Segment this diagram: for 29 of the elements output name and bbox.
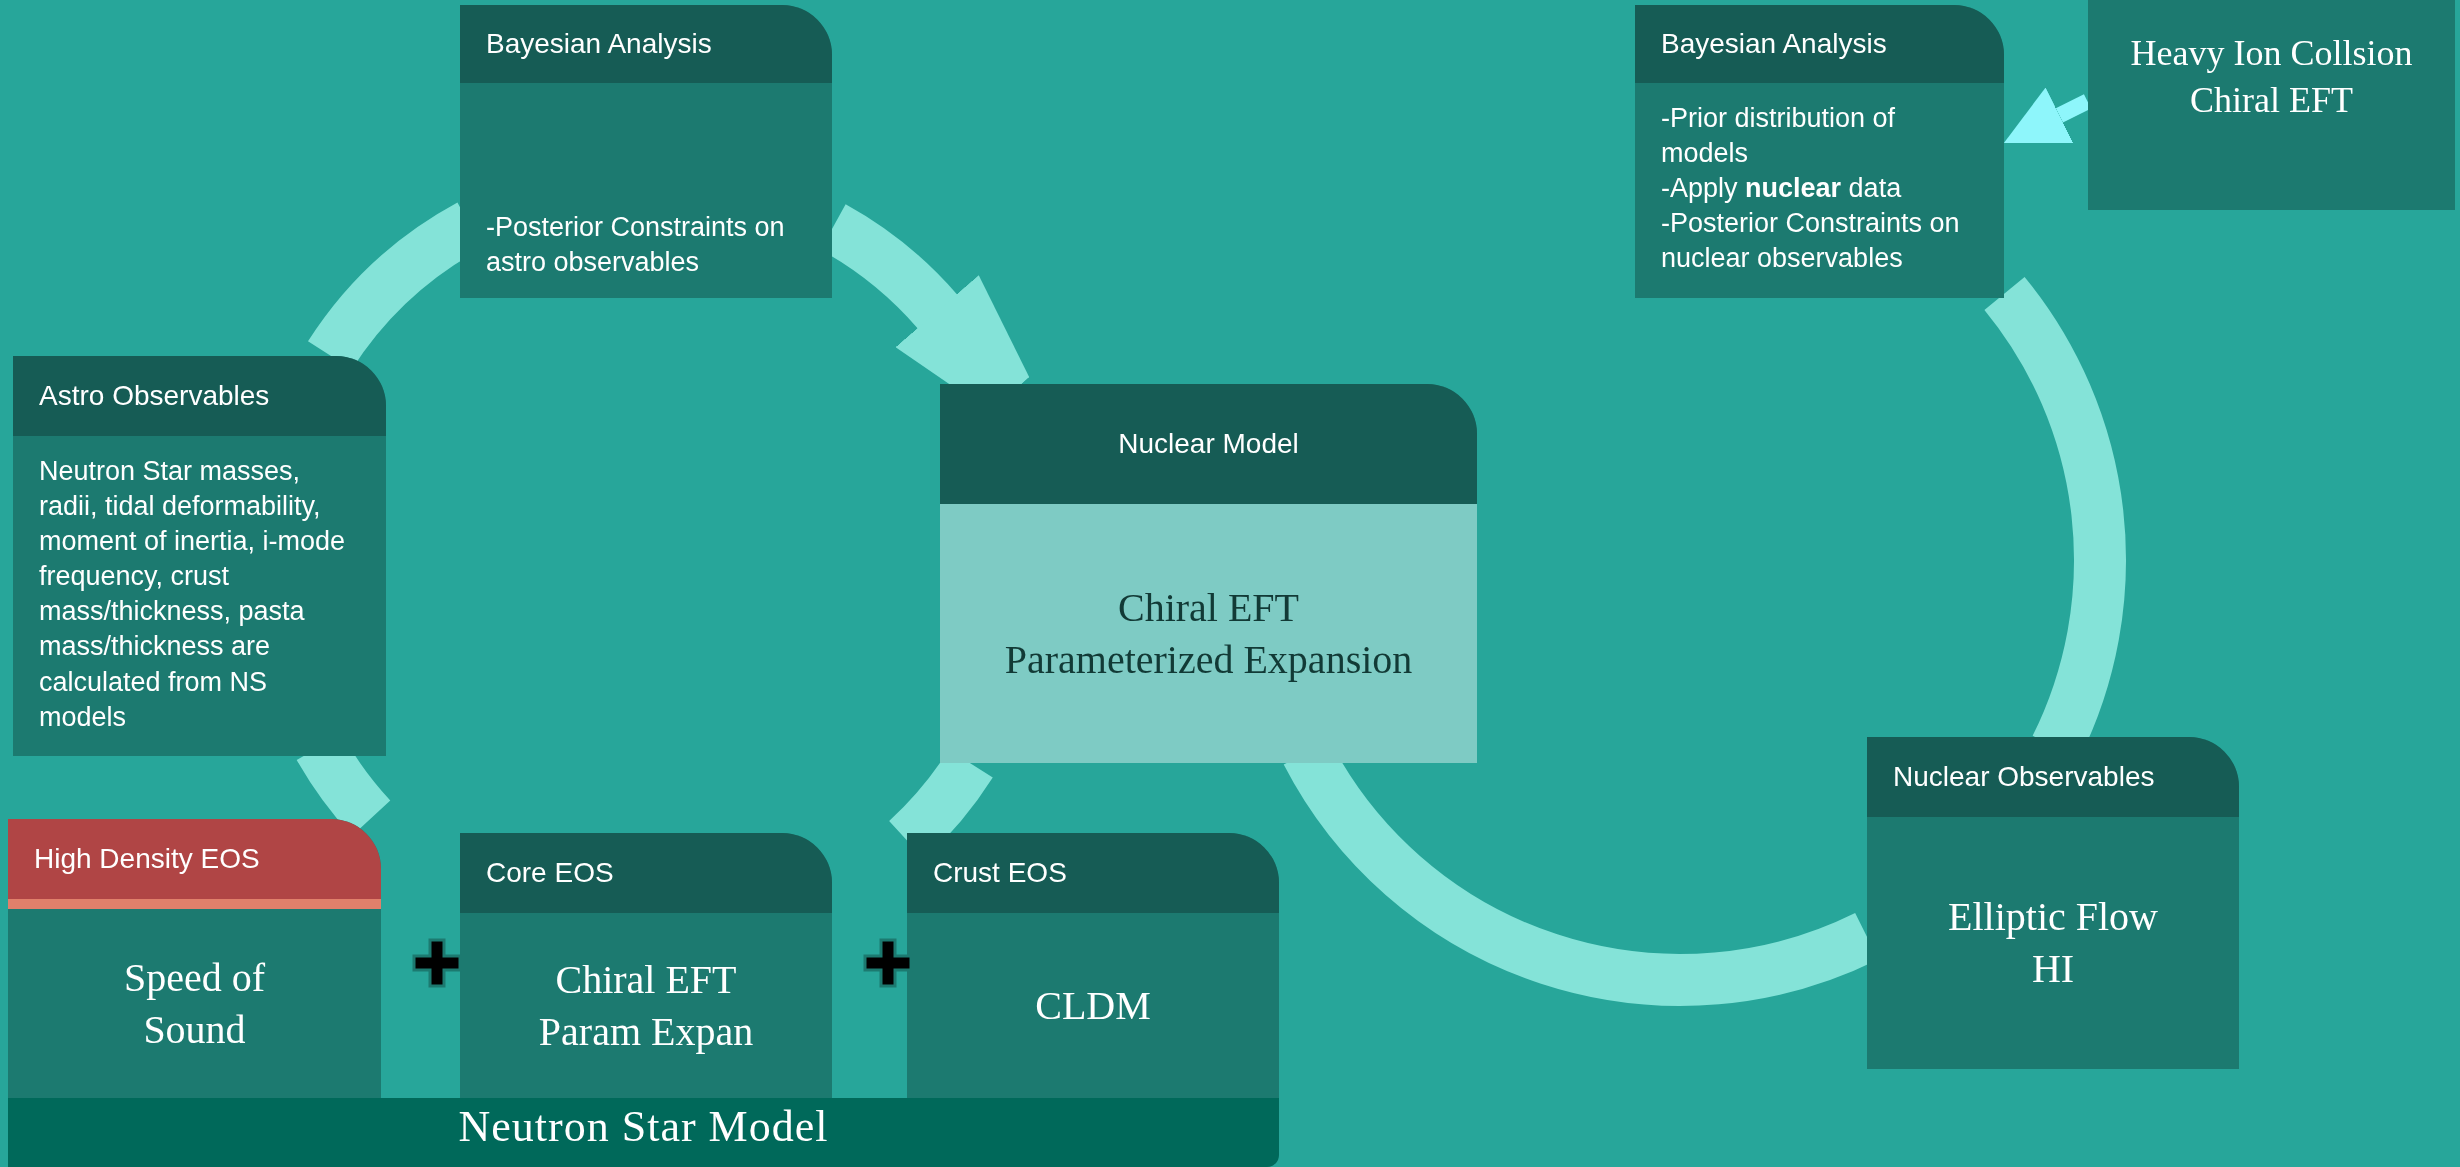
model-text: Neutron Star Model bbox=[458, 1101, 829, 1153]
process-card bbox=[8, 819, 381, 1098]
description-text: -Posterior Constraints on nuclear observables bbox=[1661, 207, 1961, 276]
process-card bbox=[460, 833, 832, 1098]
card-header: Astro Observables bbox=[13, 356, 386, 436]
description-text: -Posterior Constraints on astro observables bbox=[486, 210, 786, 279]
card-header: Core EOS bbox=[460, 833, 832, 913]
description-text: -Apply nuclear data bbox=[1661, 172, 1902, 206]
card-header: Bayesian Analysis bbox=[1635, 5, 2004, 83]
model-text: Chiral EFT Parameterized Expansion bbox=[1003, 583, 1414, 684]
card-header: High Density EOS bbox=[8, 819, 381, 909]
process-card bbox=[1867, 737, 2239, 1069]
process-card bbox=[460, 5, 832, 298]
card-header: Bayesian Analysis bbox=[460, 5, 832, 83]
model-text: Chiral EFT Param Expan bbox=[537, 955, 755, 1056]
model-text: Speed of Sound bbox=[122, 953, 267, 1054]
process-card bbox=[907, 833, 1279, 1098]
process-card bbox=[13, 356, 386, 756]
card-header: Nuclear Model bbox=[940, 384, 1477, 504]
text-panel bbox=[2088, 0, 2455, 210]
text-panel bbox=[8, 1098, 1279, 1167]
card-header: Nuclear Observables bbox=[1867, 737, 2239, 817]
description-text: Neutron Star masses, radii, tidal deformability, moment of inertia, i-mode frequency, crust mass/thickness, pasta mass/thickness are calculated from NS models bbox=[39, 455, 347, 734]
process-card bbox=[1635, 5, 2004, 298]
model-text: Heavy Ion Collsion Chiral EFT bbox=[2129, 32, 2414, 122]
card-header: Crust EOS bbox=[907, 833, 1279, 913]
model-text: CLDM bbox=[1035, 981, 1151, 1030]
model-text: Elliptic Flow HI bbox=[1947, 893, 2159, 993]
process-card bbox=[940, 384, 1477, 763]
